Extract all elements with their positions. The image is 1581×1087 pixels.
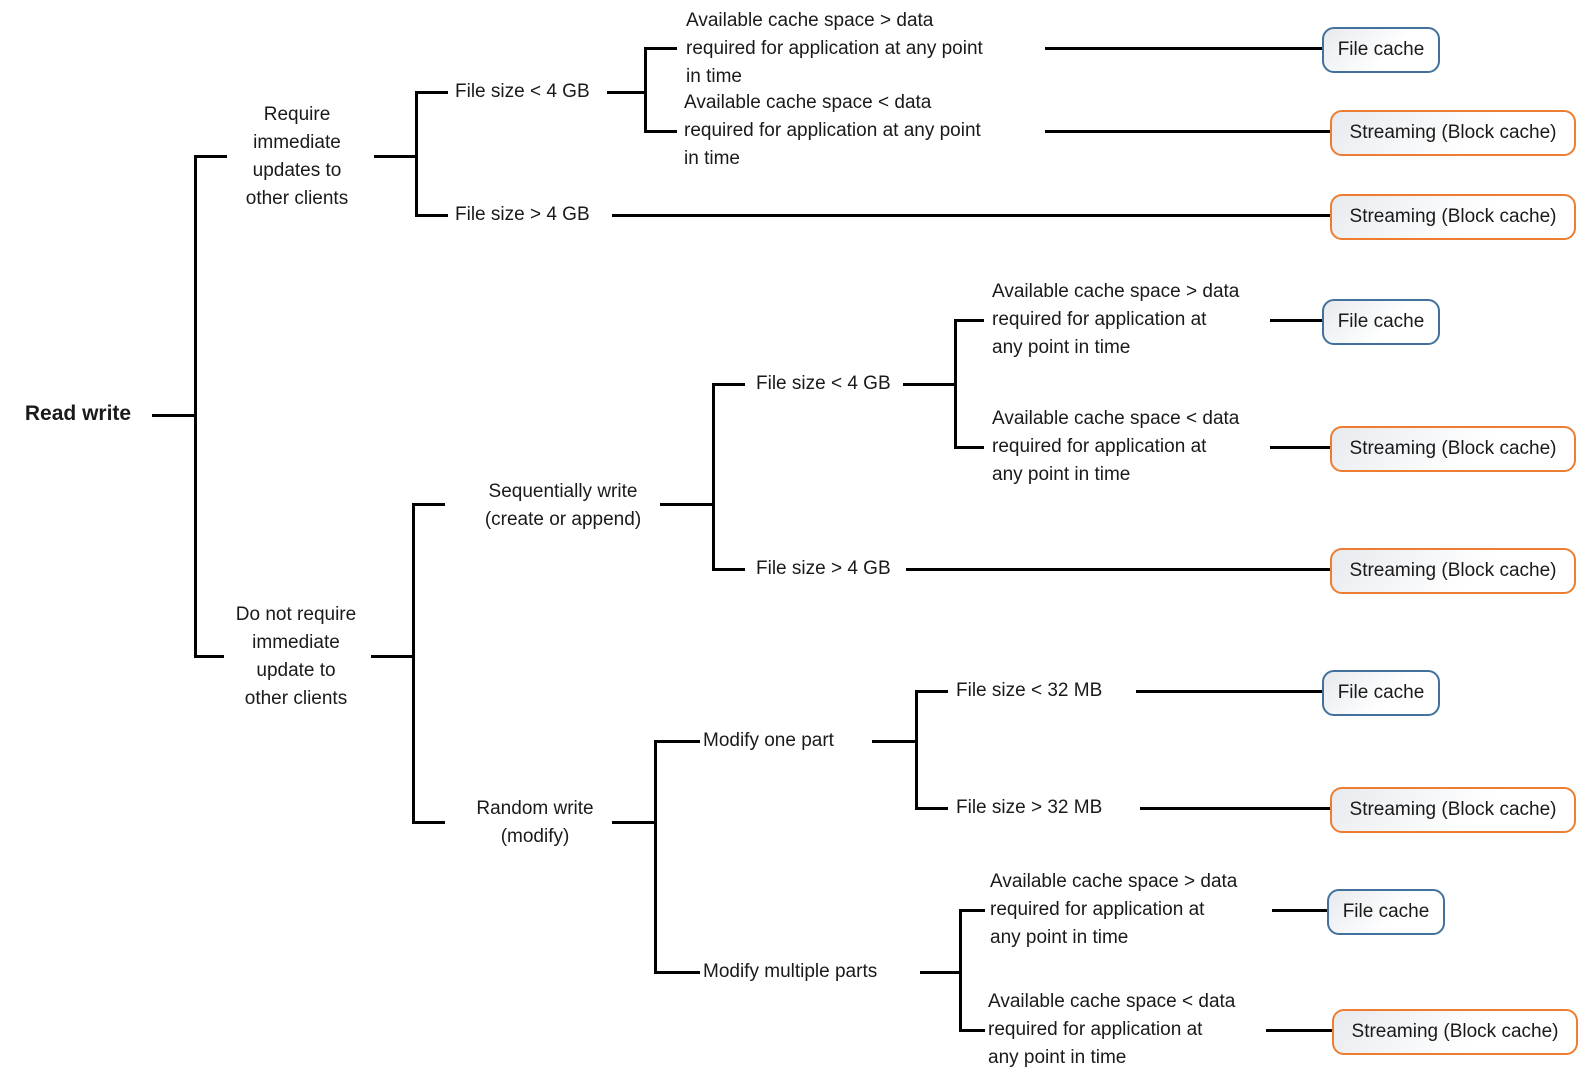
node-require-immediate-updates: Require immediate updates to other clien… <box>245 104 349 209</box>
outcome-file-cache-3: File cache <box>1322 670 1440 716</box>
connector-line <box>194 155 197 658</box>
node-modify-multiple-parts: Modify multiple parts <box>703 961 878 982</box>
connector-line <box>371 655 415 658</box>
connector-line <box>194 655 224 658</box>
connector-line <box>712 383 715 571</box>
connector-line <box>915 690 918 810</box>
connector-line <box>654 971 700 974</box>
node-cache-space-lt-data-3: Available cache space < data required fo… <box>988 991 1236 1068</box>
connector-line <box>412 503 445 506</box>
node-modify-one-part: Modify one part <box>703 730 834 751</box>
connector-line <box>654 740 657 974</box>
outcome-file-cache-2: File cache <box>1322 299 1440 345</box>
connector-line <box>954 319 984 322</box>
connector-line <box>920 971 962 974</box>
node-cache-space-gt-data-1: Available cache space > data required fo… <box>686 10 983 87</box>
connector-line <box>612 821 657 824</box>
connector-line <box>412 503 415 824</box>
connector-line <box>1272 909 1327 912</box>
connector-line <box>607 91 647 94</box>
connector-line <box>903 383 957 386</box>
outcome-streaming-1: Streaming (Block cache) <box>1330 110 1576 156</box>
connector-line <box>915 690 948 693</box>
connector-line <box>1140 807 1330 810</box>
connector-line <box>712 383 745 386</box>
connector-line <box>654 740 700 743</box>
connector-line <box>959 909 962 1032</box>
connector-line <box>644 130 677 133</box>
connector-line <box>954 446 984 449</box>
connector-line <box>1045 47 1322 50</box>
outcome-file-cache-1: File cache <box>1322 27 1440 73</box>
connector-line <box>374 155 418 158</box>
connector-line <box>959 909 985 912</box>
connector-line <box>644 47 647 133</box>
node-file-size-gt-4gb-1: File size > 4 GB <box>455 204 590 225</box>
connector-line <box>660 503 715 506</box>
node-cache-space-gt-data-2: Available cache space > data required fo… <box>992 281 1240 358</box>
connector-line <box>415 214 448 217</box>
node-file-size-lt-32mb: File size < 32 MB <box>956 680 1103 701</box>
node-cache-space-lt-data-2: Available cache space < data required fo… <box>992 408 1240 485</box>
connector-line <box>612 214 1330 217</box>
connector-line <box>712 568 745 571</box>
node-sequentially-write: Sequentially write (create or append) <box>484 481 642 530</box>
connector-line <box>1266 1029 1332 1032</box>
node-cache-space-gt-data-3: Available cache space > data required fo… <box>990 871 1238 948</box>
node-do-not-require-immediate-update: Do not require immediate update to other… <box>235 604 357 709</box>
outcome-file-cache-4: File cache <box>1327 889 1445 935</box>
node-cache-space-lt-data-1: Available cache space < data required fo… <box>684 92 981 169</box>
connector-line <box>644 47 677 50</box>
outcome-streaming-4: Streaming (Block cache) <box>1330 548 1576 594</box>
connector-line <box>1270 319 1322 322</box>
node-file-size-gt-4gb-2: File size > 4 GB <box>756 558 891 579</box>
connector-line <box>1270 446 1330 449</box>
connector-line <box>959 1029 985 1032</box>
connector-line <box>915 807 948 810</box>
connector-line <box>415 91 448 94</box>
outcome-streaming-2: Streaming (Block cache) <box>1330 194 1576 240</box>
node-file-size-gt-32mb: File size > 32 MB <box>956 797 1103 818</box>
node-file-size-lt-4gb-2: File size < 4 GB <box>756 373 891 394</box>
node-read-write: Read write <box>24 402 132 425</box>
connector-line <box>194 155 227 158</box>
node-file-size-lt-4gb-1: File size < 4 GB <box>455 81 590 102</box>
outcome-streaming-3: Streaming (Block cache) <box>1330 426 1576 472</box>
outcome-streaming-6: Streaming (Block cache) <box>1332 1009 1578 1055</box>
outcome-streaming-5: Streaming (Block cache) <box>1330 787 1576 833</box>
connector-line <box>872 740 918 743</box>
connector-line <box>415 91 418 217</box>
connector-line <box>1045 130 1330 133</box>
connector-line <box>1136 690 1322 693</box>
node-random-write: Random write (modify) <box>476 798 594 847</box>
connector-line <box>152 414 196 417</box>
connector-line <box>412 821 445 824</box>
connector-line <box>906 568 1330 571</box>
